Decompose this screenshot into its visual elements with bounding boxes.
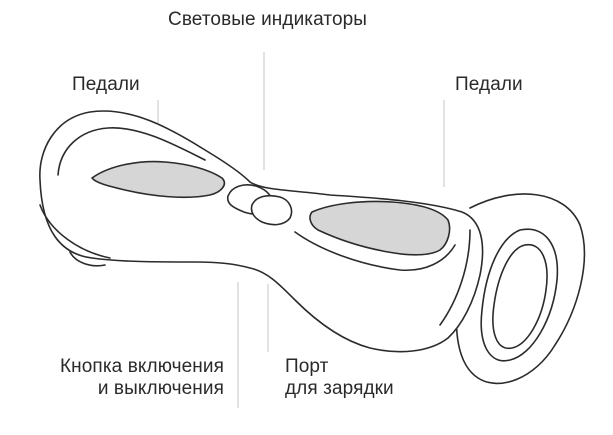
label-power-button-line2: и выключения — [97, 378, 224, 399]
center-joint-cap — [250, 194, 293, 226]
label-power-button-line1: Кнопка включения — [60, 356, 224, 377]
label-light-indicators: Световые индикаторы — [168, 9, 368, 30]
leader-lines — [157, 52, 445, 408]
label-pedals-left: Педали — [72, 74, 140, 95]
label-power-button: Кнопка включения и выключения — [34, 356, 224, 400]
left-fender — [57, 127, 206, 176]
label-charging-port: Порт для зарядки — [285, 356, 394, 400]
label-pedals-right: Педали — [455, 74, 523, 95]
left-foot-pad — [91, 160, 226, 199]
left-wheel-bottom — [69, 251, 106, 267]
right-fender — [439, 229, 471, 326]
label-charging-port-line2: для зарядки — [285, 378, 394, 399]
left-bottom-trim — [39, 204, 111, 259]
right-wheel-hub-inner — [492, 244, 548, 349]
right-body-trim — [294, 231, 456, 272]
label-charging-port-line1: Порт — [285, 356, 329, 377]
right-foot-pad — [309, 200, 451, 256]
hoverboard — [39, 110, 586, 385]
